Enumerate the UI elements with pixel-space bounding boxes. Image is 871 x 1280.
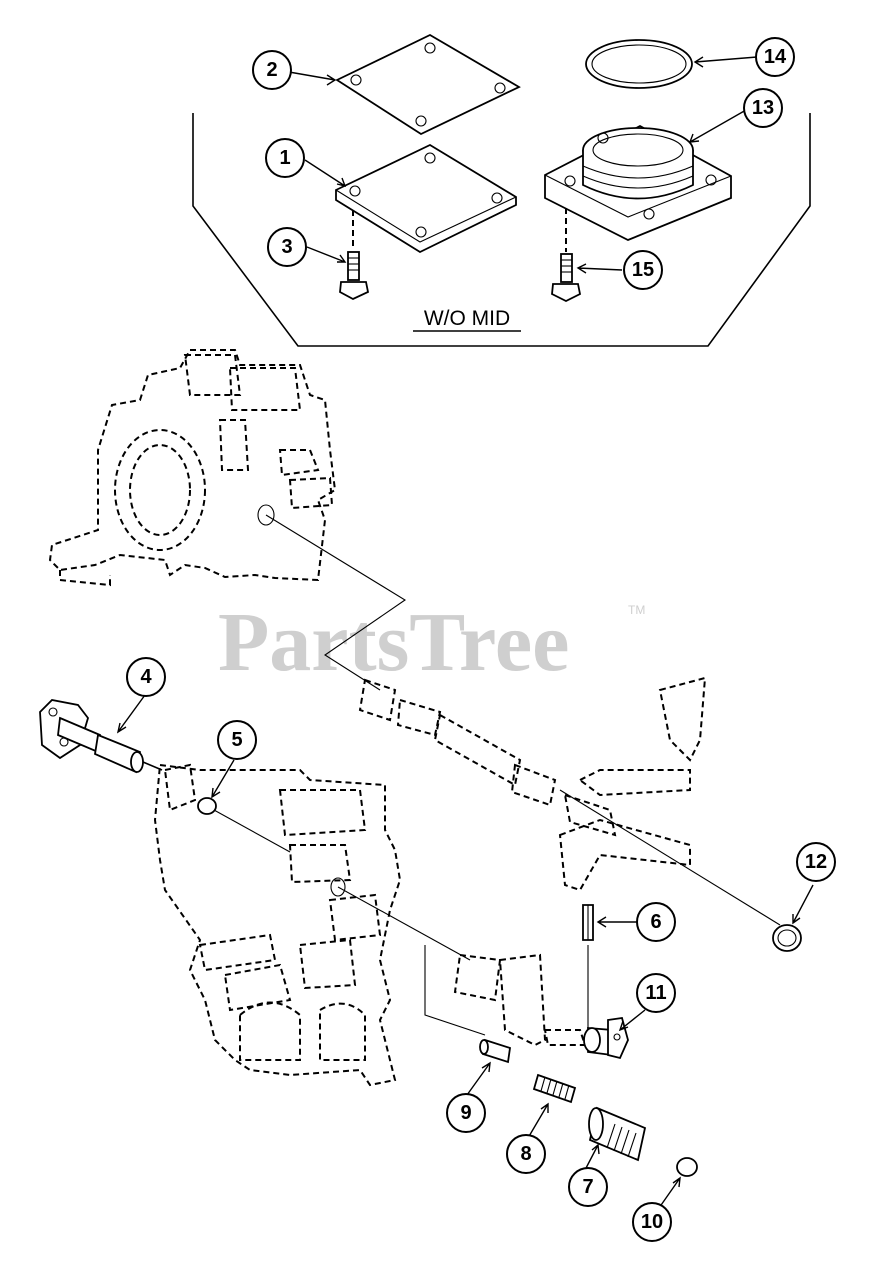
callout-3[interactable]: 3 xyxy=(267,227,307,267)
watermark-text: PartsTree xyxy=(218,596,569,689)
part-12-snap-ring xyxy=(772,924,802,952)
callout-14[interactable]: 14 xyxy=(755,37,795,77)
inset-panel-outline xyxy=(192,113,811,347)
part-2-gasket-plate xyxy=(335,33,521,136)
callout-1[interactable]: 1 xyxy=(265,138,305,178)
leader-lower-housing-to-9 xyxy=(424,945,486,1036)
callout-8[interactable]: 8 xyxy=(506,1134,546,1174)
leader-upper-housing-to-shaft xyxy=(265,514,407,691)
part-4-shift-shaft xyxy=(39,699,163,774)
callout-7[interactable]: 7 xyxy=(568,1167,608,1207)
part-13-flange-adapter xyxy=(544,124,732,252)
part-7-plug xyxy=(588,1106,647,1162)
svg-text:10: 10 xyxy=(641,1211,663,1233)
svg-text:1: 1 xyxy=(279,147,290,169)
callout-12[interactable]: 12 xyxy=(796,842,836,882)
svg-text:6: 6 xyxy=(650,911,661,933)
leader-lower-housing-to-shaft xyxy=(337,886,471,961)
svg-text:14: 14 xyxy=(764,46,787,68)
svg-text:15: 15 xyxy=(632,259,654,281)
callout-11[interactable]: 11 xyxy=(636,973,676,1013)
leader-5-to-housing xyxy=(213,809,291,853)
upper-shift-shaft xyxy=(358,676,707,892)
svg-text:3: 3 xyxy=(281,236,292,258)
part-6-roll-pin xyxy=(582,904,594,941)
watermark-trademark: TM xyxy=(628,603,645,617)
leader-shaft-to-12 xyxy=(559,789,781,926)
svg-text:5: 5 xyxy=(231,729,242,751)
svg-text:4: 4 xyxy=(140,666,152,688)
callout-2[interactable]: 2 xyxy=(252,50,292,90)
part-8-spring xyxy=(532,1073,577,1104)
part-5-o-ring xyxy=(197,797,217,815)
callout-13[interactable]: 13 xyxy=(743,88,783,128)
inset-panel-label: W/O MID xyxy=(424,307,510,330)
callout-10[interactable]: 10 xyxy=(632,1202,672,1242)
svg-text:13: 13 xyxy=(752,97,774,119)
upper-transmission-housing xyxy=(48,349,337,587)
part-15-bolt xyxy=(551,253,582,303)
part-1-cover-plate xyxy=(335,143,517,254)
part-9-pin xyxy=(479,1038,511,1064)
callout-5[interactable]: 5 xyxy=(217,720,257,760)
svg-text:8: 8 xyxy=(520,1143,531,1165)
part-3-bolt xyxy=(339,251,370,301)
svg-text:12: 12 xyxy=(805,851,827,873)
lower-transmission-housing xyxy=(153,763,402,1087)
part-10-o-ring xyxy=(676,1157,698,1177)
callout-arrows xyxy=(116,56,814,1209)
callout-4[interactable]: 4 xyxy=(126,657,166,697)
svg-text:9: 9 xyxy=(460,1102,471,1124)
part-14-o-ring xyxy=(585,39,693,89)
svg-text:7: 7 xyxy=(582,1176,593,1198)
callout-9[interactable]: 9 xyxy=(446,1093,486,1133)
callout-15[interactable]: 15 xyxy=(623,250,663,290)
callout-6[interactable]: 6 xyxy=(636,902,676,942)
svg-text:2: 2 xyxy=(266,59,277,81)
svg-text:11: 11 xyxy=(645,982,666,1004)
